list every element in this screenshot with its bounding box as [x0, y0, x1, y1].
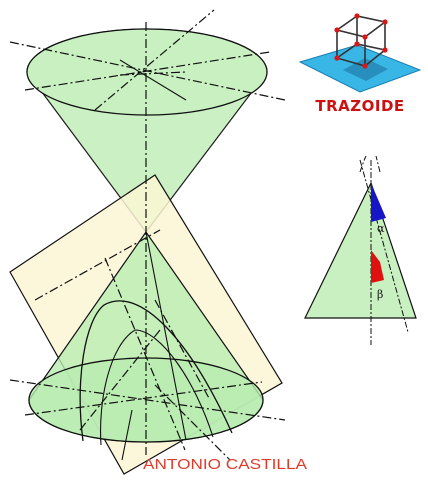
cube-on-plane-icon — [298, 13, 422, 93]
construction-lines — [9, 9, 286, 461]
beta-label: β — [377, 288, 383, 301]
beta-wedge — [371, 250, 384, 283]
angle-inset: α β — [304, 155, 417, 345]
section-curve — [79, 300, 233, 442]
generator-lines — [119, 59, 187, 461]
section-curve-inner — [100, 329, 214, 446]
logo-text: TRAZOIDE — [315, 97, 404, 115]
inset-triangle — [304, 181, 417, 319]
upper-cone-base — [26, 28, 268, 116]
upper-cone — [26, 28, 268, 234]
author-signature: ANTONIO CASTILLA — [143, 456, 307, 473]
trazoide-logo: TRAZOIDE — [298, 13, 422, 115]
alpha-wedge — [371, 183, 386, 222]
alpha-label: α — [377, 222, 385, 235]
